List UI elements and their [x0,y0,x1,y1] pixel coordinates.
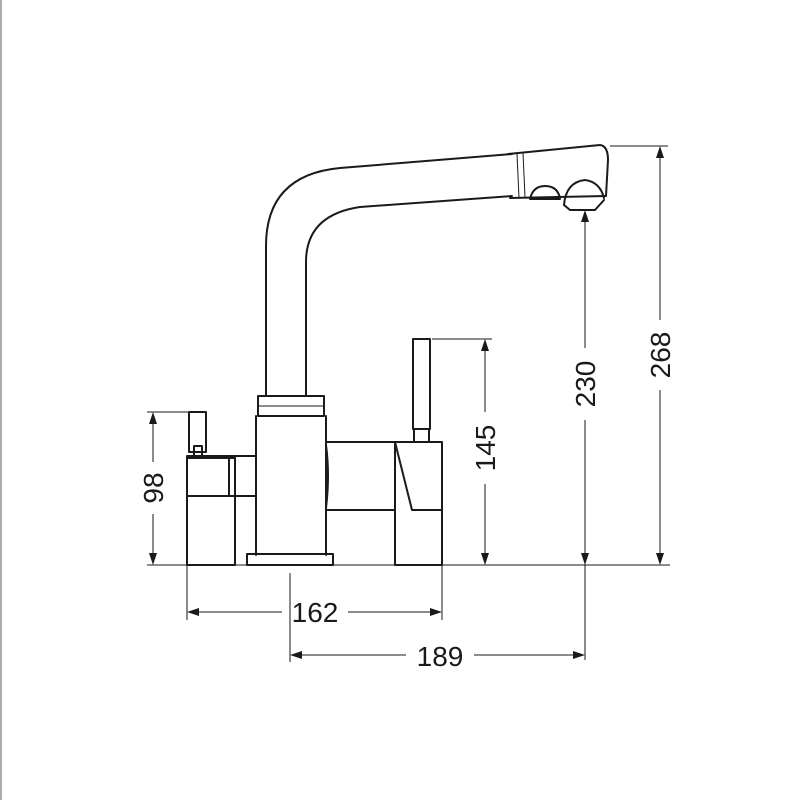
arrow-up [581,210,589,222]
right-filter-body [394,441,443,566]
arrow-right [430,608,442,616]
dim-body-width: 162 [186,565,443,628]
arrow-down [149,553,157,565]
arrow-up [149,412,157,424]
left-mixer-connector [228,455,257,497]
dim-spout-reach: 189 [289,573,585,672]
dim-label-98: 98 [138,472,169,503]
spout-nozzle [563,199,605,211]
left-lever-handle [188,411,207,453]
dim-label-189: 189 [417,641,464,672]
spout-outlet-right [563,179,605,206]
arrow-left [187,608,199,616]
dim-mixer-lever-height: 98 [138,411,188,565]
right-filter-connector [325,441,396,511]
arrow-left [290,651,302,659]
dim-label-145: 145 [470,425,501,472]
right-lever-stem [413,428,430,443]
spout-head-seam [516,153,520,199]
dim-label-268: 268 [645,332,676,379]
dim-label-162: 162 [292,597,339,628]
right-lever-handle [412,338,431,430]
spout-outer [265,153,513,397]
dim-total-height: 268 [610,145,676,565]
spout-outlet-left [529,185,561,200]
arrow-down [481,553,489,565]
left-lever-stem [193,445,203,457]
arrow-down [581,553,589,565]
arrow-right [573,651,585,659]
main-column [255,415,327,556]
arrow-up [481,339,489,351]
base-plate [246,553,334,566]
left-mixer-body [186,457,236,566]
dim-label-230: 230 [570,361,601,408]
left-mixer-collar [186,455,236,497]
arrow-up [656,146,664,158]
spout-head-seam-2 [522,152,526,198]
dim-filter-lever-height: 145 [432,338,501,565]
right-filter-face [325,444,329,509]
arrow-down [656,553,664,565]
dim-spout-height: 230 [570,210,601,660]
right-filter-chamfer [394,441,443,511]
faucet-outline [186,144,609,566]
spout-head [507,144,609,199]
spout-inner [305,195,513,397]
